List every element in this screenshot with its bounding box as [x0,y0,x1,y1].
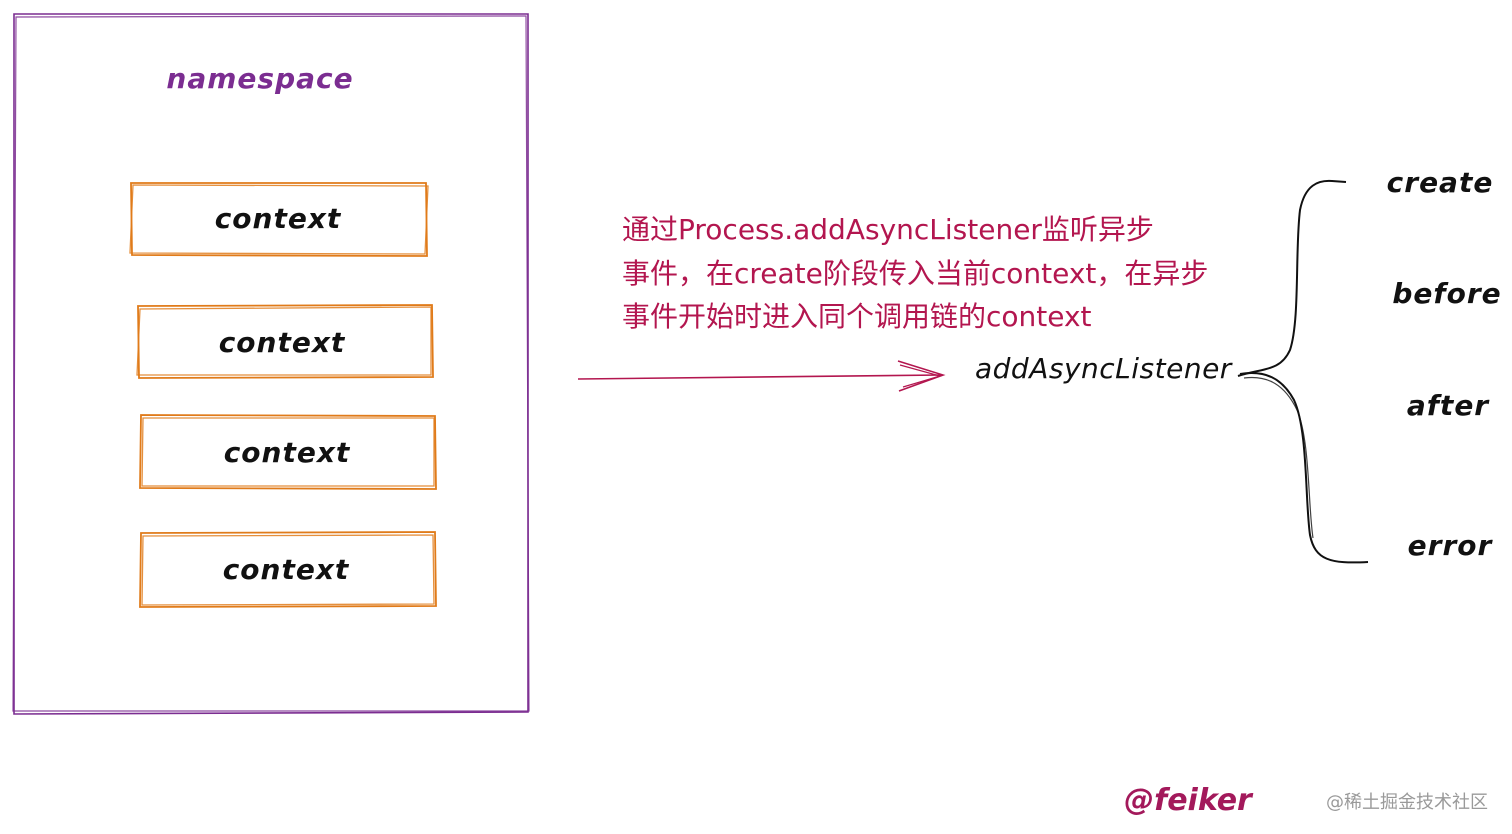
context-label: context [223,553,350,586]
description-line: 事件开始时进入同个调用链的context [622,300,1092,333]
context-box [136,304,434,379]
context-box [129,182,429,257]
api-label: addAsyncListener [975,352,1233,385]
callback-label: after [1407,389,1490,422]
watermark: @稀土掘金技术社区 [1326,792,1488,813]
brace [1237,179,1369,564]
context-box [139,531,437,608]
context-label: context [219,326,346,359]
description-line: 事件，在create阶段传入当前context，在异步 [622,257,1208,290]
namespace-box [12,13,530,715]
context-box [139,414,437,490]
author-signature: @feiker [1124,783,1254,818]
namespace-label: namespace [166,62,353,95]
callback-label: create [1387,166,1494,199]
arrow [577,360,946,392]
callback-label: error [1408,529,1494,562]
callback-label: before [1392,277,1501,310]
context-label: context [215,202,342,235]
context-label: context [224,436,351,469]
description-line: 通过Process.addAsyncListener监听异步 [622,213,1154,246]
